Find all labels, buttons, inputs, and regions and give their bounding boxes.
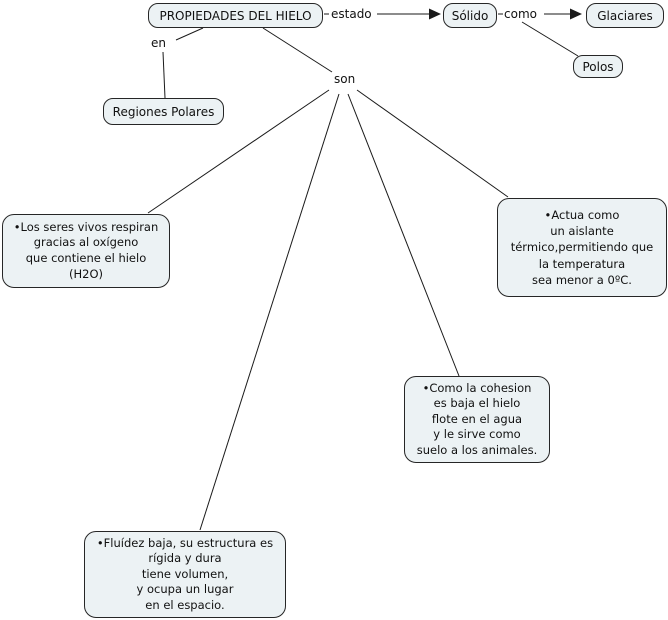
link-label-son[interactable]: son [334,72,356,86]
node-fluidez[interactable]: •Fluídez baja, su estructura es rígida y… [84,531,286,618]
link-son-to-thermal [356,89,509,198]
node-glaciares[interactable]: Glaciares [586,3,664,28]
node-seres-vivos[interactable]: •Los seres vivos respiran gracias al oxí… [2,214,170,288]
link-label-estado[interactable]: estado [331,7,372,21]
node-cohesion[interactable]: •Como la cohesion es baja el hielo flote… [404,376,550,463]
link-label-como[interactable]: como [504,7,537,21]
node-regiones-polares[interactable]: Regiones Polares [103,98,224,125]
link-label-en[interactable]: en [151,36,166,50]
link-en-to-polar-regions [162,51,166,99]
node-propiedades-del-hielo[interactable]: PROPIEDADES DEL HIELO [148,3,323,28]
link-como-to-poles [521,21,579,57]
arrowhead-como-icon [570,8,582,20]
link-title-to-en [175,27,204,41]
arrowhead-estado-icon [429,8,441,20]
node-polos[interactable]: Polos [573,55,623,78]
link-son-to-cohesion [347,93,460,377]
link-son-to-fluidity [199,93,340,531]
link-title-to-son [262,27,333,73]
node-aislante-termico[interactable]: •Actua como un aislante térmico,permitie… [497,198,667,297]
node-solido[interactable]: Sólido [443,3,497,28]
link-son-to-living-beings [147,89,330,214]
